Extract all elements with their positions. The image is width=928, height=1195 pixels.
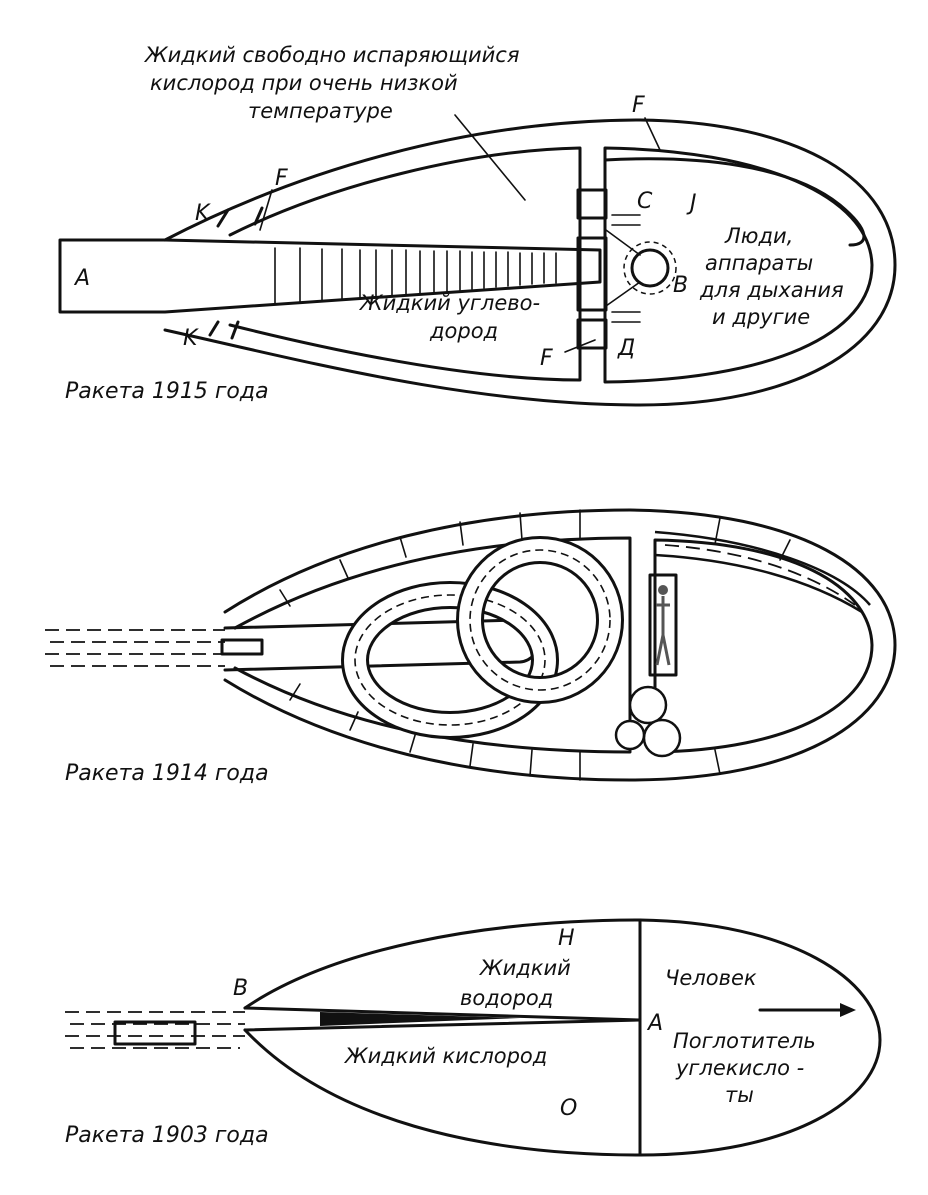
rocket-1915-letter-f-bottom: F	[540, 346, 553, 371]
rocket-1914-coils	[341, 536, 624, 739]
rocket-1914-diagram: Ракета 1914 года	[45, 508, 897, 786]
rocket-1914-person-figure	[655, 585, 671, 666]
rocket-1915-nozzle	[58, 238, 602, 314]
rocket-1915-k-flaps-top	[216, 206, 264, 228]
rocket-1915-hydrocarbon-label-line1: Жидкий углево-	[358, 291, 540, 315]
rocket-1915-letter-j: Ј	[686, 191, 697, 216]
rocket-1915-letter-k-bottom: K	[183, 326, 199, 351]
rocket-1915-caption: Ракета 1915 года	[65, 379, 269, 404]
rocket-1903-hydrogen-label-line1: Жидкий	[478, 956, 571, 980]
rocket-1914-nozzle-throat	[220, 638, 264, 656]
rocket-1915-k-flaps-bottom	[208, 320, 240, 340]
rocket-1903-absorber-label-line1: Поглотитель	[673, 1029, 816, 1053]
rocket-1915-letter-a: A	[73, 266, 90, 291]
rocket-1915-diagram: Жидкий свободно испаряющийся кислород пр…	[58, 43, 897, 407]
rocket-1915-letter-f-right: F	[632, 93, 645, 118]
rocket-1903-absorber-label-line2: углекисло -	[675, 1056, 804, 1080]
rocket-1903-letter-o: О	[560, 1096, 577, 1121]
rocket-1903-letter-a: А	[646, 1011, 663, 1036]
rocket-1915-letter-d: Д	[617, 336, 635, 361]
rocket-1914-upper-tube-fill	[664, 544, 856, 606]
rocket-1915-nozzle-hatching	[274, 247, 557, 305]
rocket-1903-person-label: Человек	[665, 966, 757, 990]
rocket-1915-crew-label-line2: аппараты	[705, 251, 813, 275]
rocket-1903-direction-arrow	[758, 1003, 856, 1017]
rocket-1915-f-top-leader	[259, 189, 273, 231]
rocket-1903-throat	[113, 1020, 197, 1046]
rocket-1915-letter-k-top: K	[195, 201, 211, 226]
rocket-1903-letter-b: В	[233, 976, 248, 1001]
rocket-1915-inner-hull	[228, 146, 582, 382]
rocket-1903-caption: Ракета 1903 года	[65, 1123, 269, 1148]
rocket-1903-exhaust	[65, 1011, 245, 1049]
rocket-1903-hydrogen-label-line2: водород	[460, 986, 553, 1010]
rocket-1914-person-compartment	[648, 573, 678, 677]
rocket-1914-hull-ribs	[279, 509, 791, 781]
rocket-1915-feed-lines	[605, 214, 641, 323]
rocket-1903-diagram: Жидкий водород Жидкий кислород Человек П…	[65, 918, 882, 1157]
rocket-1914-outer-hull	[223, 508, 897, 782]
rocket-1915-letter-c: C	[637, 189, 653, 214]
rocket-1915-combustion-chamber	[630, 248, 670, 288]
rocket-1915-oxygen-label-line1: Жидкий свободно испаряющийся	[143, 43, 519, 67]
rocket-1915-hydrocarbon-label-line2: дород	[429, 319, 498, 343]
rocket-1915-f-right-leader	[644, 117, 661, 151]
rocket-1915-crew-label-line3: для дыхания	[699, 278, 844, 302]
rocket-1903-letter-h: Н	[558, 926, 575, 951]
rocket-1915-f-bottom-leader	[564, 339, 596, 353]
rocket-1903-nozzle	[243, 1006, 642, 1032]
rocket-1915-valve-block-mid	[576, 236, 608, 312]
rocket-1915-letter-b: B	[673, 273, 688, 298]
rocket-1903-nozzle-shading	[320, 1012, 520, 1026]
rocket-1915-chamber-outline	[623, 241, 677, 295]
rocket-1903-hull	[243, 918, 882, 1157]
rocket-1915-crew-label-line4: и другие	[712, 305, 810, 329]
rocket-1915-valve-block-bottom	[576, 318, 608, 350]
rocket-1915-f-tube	[603, 157, 866, 247]
rocket-1915-oxygen-label-line2: кислород при очень низкой	[150, 71, 458, 95]
rocket-1914-caption: Ракета 1914 года	[65, 761, 269, 786]
rocket-1903-absorber-label-line3: ты	[725, 1083, 754, 1107]
rocket-1914-cabin	[653, 538, 874, 754]
rocket-1914-exhaust	[45, 629, 225, 667]
rocket-1915-crew-label-line1: Люди,	[724, 224, 793, 248]
rocket-1915-letter-f-top: F	[275, 166, 288, 191]
rocket-1915-oxygen-label-line3: температуре	[248, 99, 393, 123]
rocket-1915-valve-block-top	[576, 188, 608, 220]
rocket-1915-outer-hull	[163, 118, 897, 407]
rocket-1914-inner-hull	[233, 536, 632, 754]
rocket-1903-oxygen-label: Жидкий кислород	[343, 1044, 547, 1068]
rocket-1914-upper-tube	[654, 530, 871, 614]
rocket-1915-cabin-wall	[603, 146, 874, 384]
rocket-1914-tanks	[614, 685, 682, 758]
rocket-1915-oxygen-leader	[454, 114, 526, 201]
